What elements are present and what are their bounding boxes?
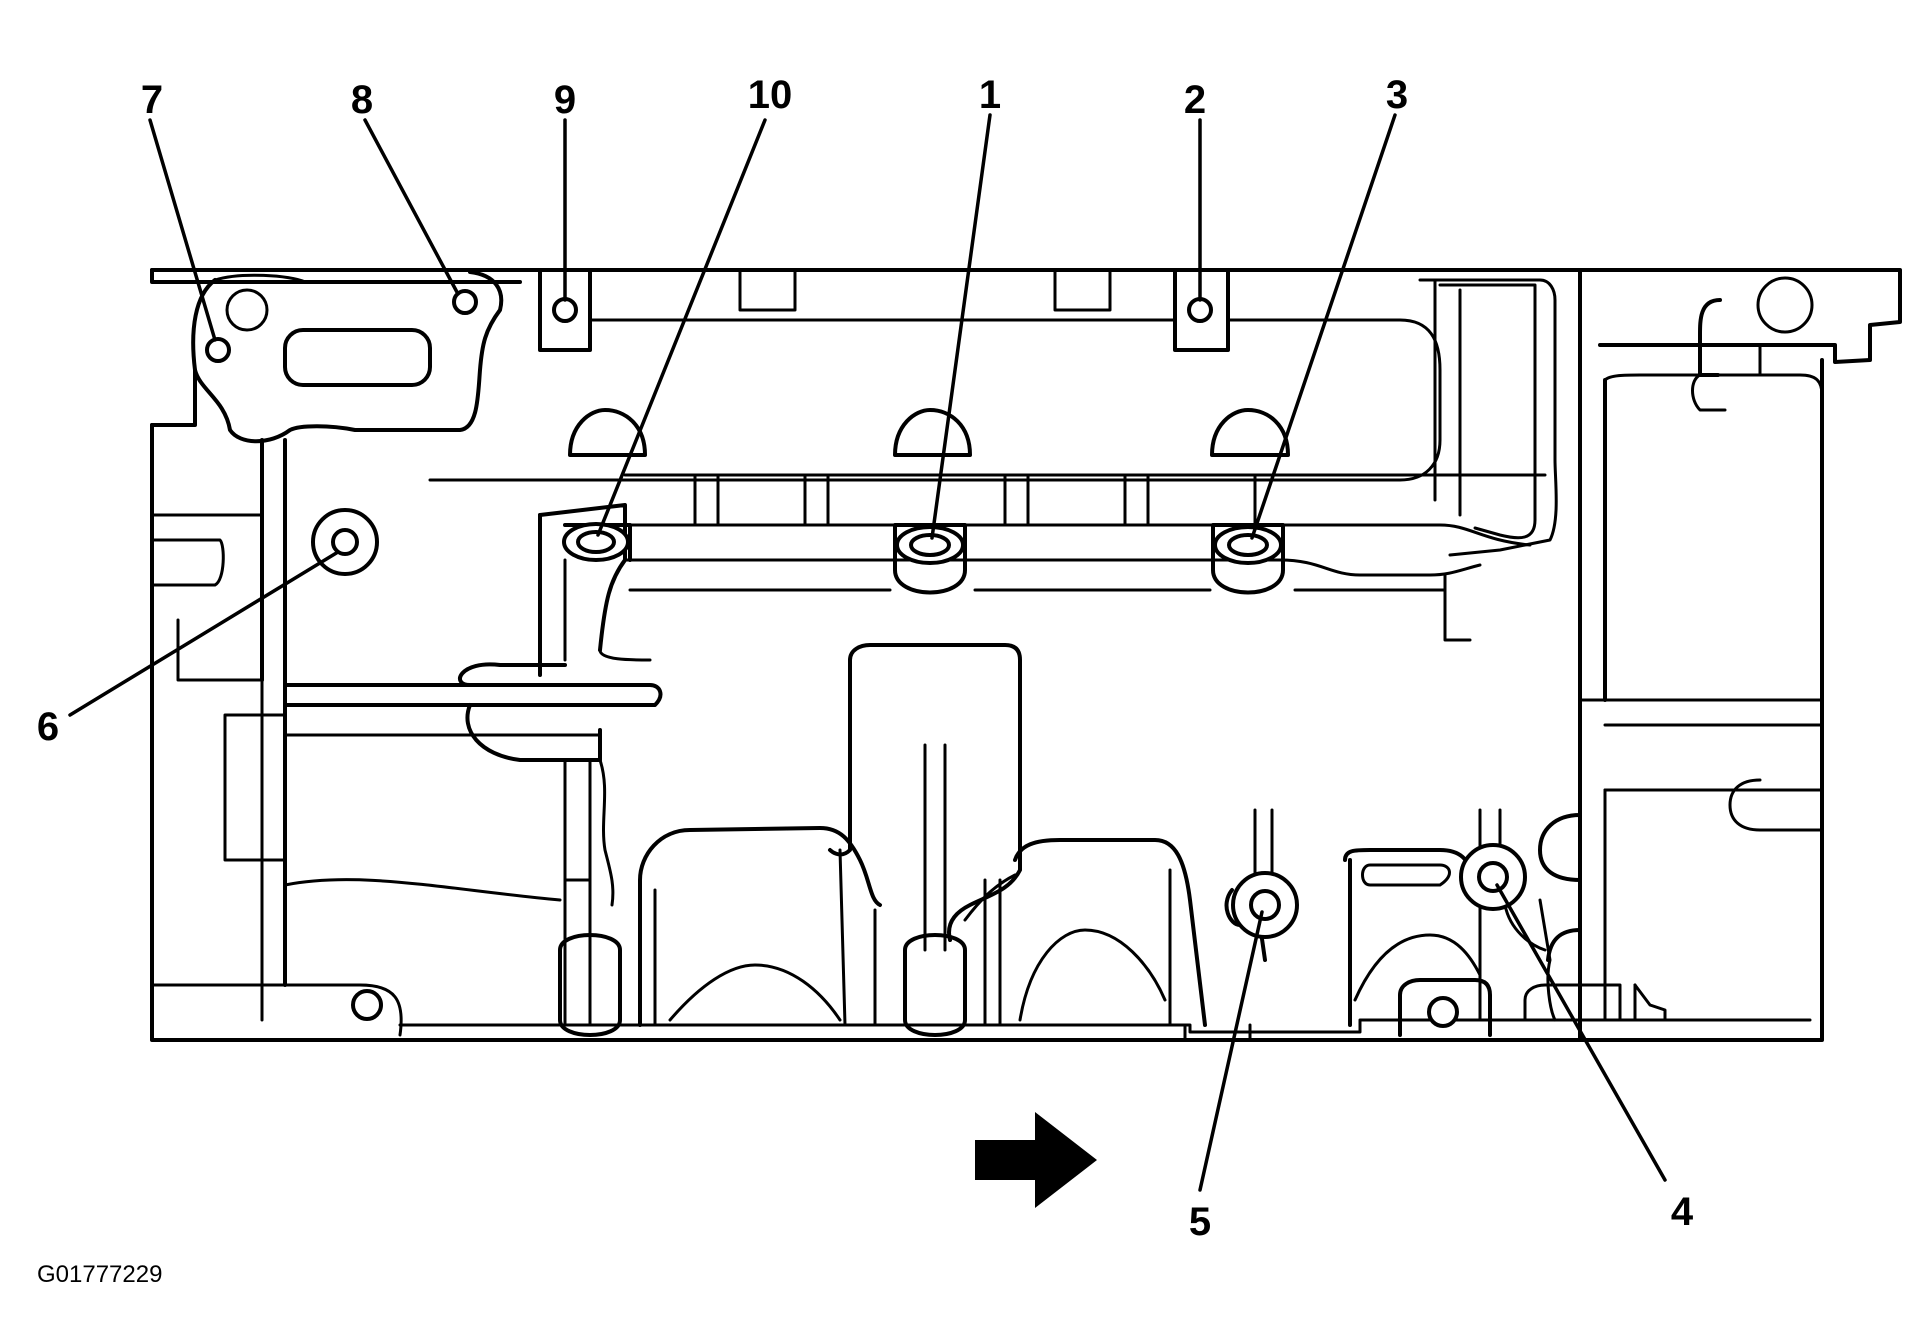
bolt-pads <box>538 268 1230 352</box>
bolt-7 <box>205 337 231 363</box>
callout-1: 1 <box>979 73 1001 117</box>
callout-9: 9 <box>554 78 576 122</box>
bolt-6-center <box>331 528 359 556</box>
left-boss-housing <box>191 270 504 444</box>
callout-4: 4 <box>1671 1190 1694 1234</box>
callout-7: 7 <box>141 78 163 122</box>
leader-lines <box>68 113 1667 1192</box>
bearing-domes <box>568 408 1290 457</box>
bolt-4 <box>1459 843 1527 911</box>
figure-id: G01777229 <box>37 1261 162 1288</box>
callout-2: 2 <box>1184 78 1206 122</box>
callout-6: 6 <box>37 705 59 749</box>
bottom-boss <box>351 978 1492 1037</box>
callout-5: 5 <box>1189 1200 1211 1244</box>
central-sump <box>558 643 1207 1037</box>
upper-rail-details <box>428 268 1558 557</box>
bolt-8 <box>452 289 478 315</box>
callout-10: 10 <box>748 73 793 117</box>
bolt-positions <box>205 289 1527 939</box>
bolt-5 <box>1231 871 1299 939</box>
bolt-9 <box>552 297 578 323</box>
bolt-2 <box>1187 297 1213 323</box>
callout-labels: 7 8 9 10 1 2 3 6 5 4 <box>37 73 1694 1244</box>
bolt-10 <box>562 522 632 562</box>
callout-3: 3 <box>1386 73 1408 117</box>
middle-rail <box>623 473 1547 642</box>
galley-tube <box>283 503 663 1027</box>
arrow-right-icon <box>975 1112 1097 1208</box>
right-side-structure <box>1578 268 1824 1042</box>
bolt-3 <box>1211 523 1285 595</box>
bolt-1 <box>893 523 967 595</box>
casting-outline <box>150 268 1902 1042</box>
callout-8: 8 <box>351 78 373 122</box>
